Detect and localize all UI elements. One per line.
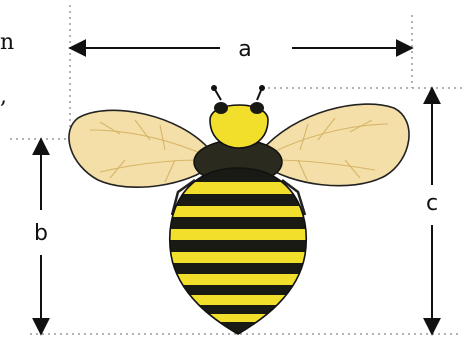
dimension-c: c [426,88,438,334]
right-wing [262,104,409,186]
dimension-b: b [34,139,48,334]
left-wing [69,110,212,187]
bee-head [210,85,268,148]
bee-abdomen [160,168,320,334]
left-eye [214,102,228,114]
right-eye [250,102,264,114]
label-c: c [426,191,438,216]
label-a: a [238,37,251,62]
label-b: b [34,221,48,246]
dimension-a: a [70,37,412,62]
bee-icon [69,85,409,334]
